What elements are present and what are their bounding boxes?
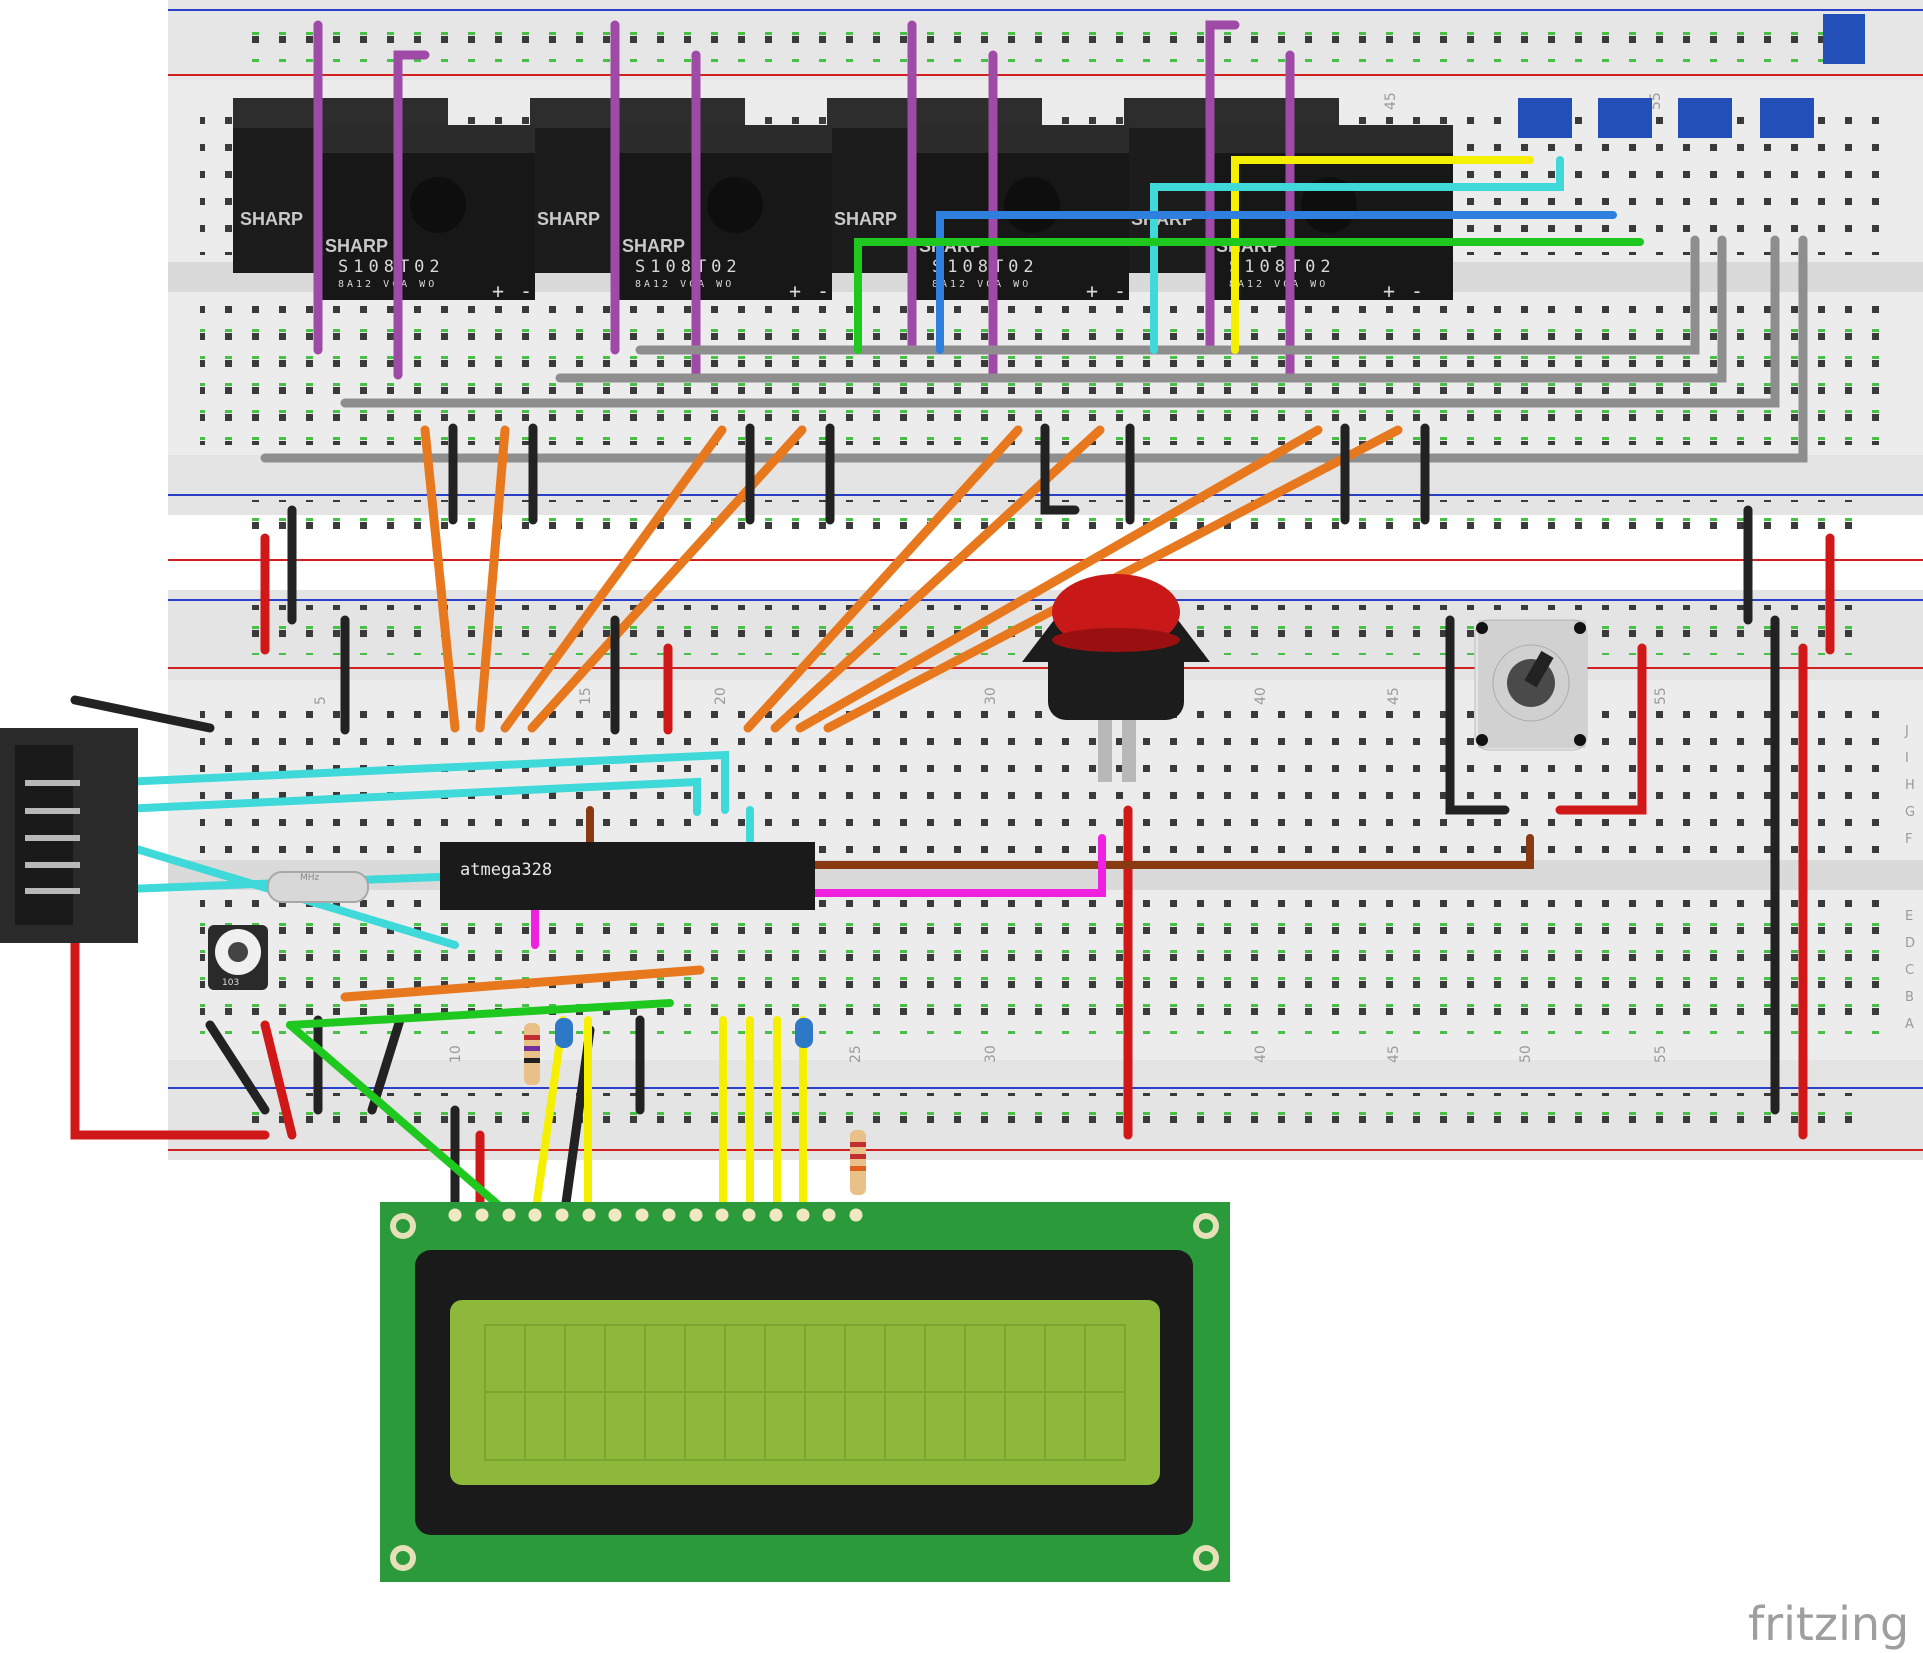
magenta-wire[interactable] [531, 834, 1106, 949]
svg-text:SHARP: SHARP [834, 209, 897, 229]
green-wire-top[interactable] [854, 238, 1644, 354]
svg-text:-: - [520, 279, 532, 303]
svg-text:15: 15 [578, 687, 594, 705]
svg-text:25: 25 [848, 1045, 864, 1063]
column-numbers: 5 15 20 30 40 45 55 10 25 30 40 45 50 55 [313, 687, 1669, 1063]
svg-text:40: 40 [1253, 1045, 1269, 1063]
svg-text:F: F [1905, 832, 1912, 847]
atmega-chip[interactable]: atmega328 [440, 842, 815, 910]
yellow-wire-top[interactable] [1231, 156, 1534, 354]
svg-text:C: C [1905, 963, 1914, 978]
svg-text:-: - [1411, 279, 1423, 303]
svg-text:SHARP: SHARP [325, 236, 388, 256]
svg-text:SHARP: SHARP [537, 209, 600, 229]
svg-text:atmega328: atmega328 [460, 860, 552, 880]
svg-text:5: 5 [313, 696, 329, 705]
brown-wire[interactable] [586, 806, 1534, 869]
svg-text:20: 20 [713, 687, 729, 705]
svg-text:SHARP: SHARP [622, 236, 685, 256]
svg-text:+: + [1086, 279, 1098, 303]
cyan-wire-top[interactable] [1150, 156, 1564, 354]
terminal-blocks [1518, 14, 1865, 138]
relay-4[interactable]: SHARP S108T02 8A12 VCA WO + - [617, 125, 832, 303]
svg-text:45: 45 [1386, 1045, 1402, 1063]
svg-text:D: D [1905, 936, 1915, 951]
lcd-char-grid [484, 1324, 1126, 1461]
terminal-block-1[interactable] [1518, 98, 1572, 138]
svg-text:+: + [1383, 279, 1395, 303]
svg-text:A: A [1905, 1017, 1914, 1032]
svg-text:+: + [789, 279, 801, 303]
blue-wire-top[interactable] [936, 211, 1617, 354]
svg-text:30: 30 [983, 687, 999, 705]
svg-text:MHz: MHz [300, 873, 320, 883]
capacitor-1[interactable] [555, 1018, 573, 1048]
svg-text:J: J [1904, 724, 1909, 739]
isp-header[interactable] [0, 728, 138, 943]
red-wires[interactable] [70, 533, 1835, 1215]
yellow-lcd-wires[interactable] [531, 1016, 807, 1219]
svg-text:S108T02: S108T02 [1229, 257, 1336, 277]
svg-text:40: 40 [1253, 687, 1269, 705]
svg-text:103: 103 [222, 978, 239, 988]
svg-text:G: G [1905, 805, 1915, 820]
svg-text:8A12 VCA WO: 8A12 VCA WO [1229, 279, 1328, 290]
svg-text:8A12 VCA WO: 8A12 VCA WO [932, 279, 1031, 290]
trimmer-potentiometer[interactable]: 103 [208, 925, 268, 990]
terminal-block-2[interactable] [1598, 98, 1652, 138]
rotary-potentiometer[interactable] [1474, 619, 1588, 751]
svg-text:45: 45 [1386, 687, 1402, 705]
svg-text:30: 30 [983, 1045, 999, 1063]
row-letters: J I H G F E D C B A [1904, 724, 1915, 1032]
svg-text:-: - [817, 279, 829, 303]
green-lcd-wires[interactable] [286, 999, 674, 1219]
svg-text:45: 45 [1383, 92, 1399, 110]
svg-text:8A12 VCA WO: 8A12 VCA WO [338, 279, 437, 290]
svg-text:10: 10 [448, 1045, 464, 1063]
svg-text:-: - [1114, 279, 1126, 303]
push-button[interactable] [1022, 574, 1210, 782]
svg-text:55: 55 [1653, 1045, 1669, 1063]
terminal-block-4[interactable] [1760, 98, 1814, 138]
svg-text:SHARP: SHARP [240, 209, 303, 229]
resistors [524, 1018, 866, 1195]
terminal-block-3[interactable] [1678, 98, 1732, 138]
capacitor-2[interactable] [795, 1018, 813, 1048]
svg-text:S108T02: S108T02 [635, 257, 742, 277]
svg-text:S108T02: S108T02 [932, 257, 1039, 277]
crystal[interactable]: MHz [267, 871, 369, 903]
svg-text:B: B [1905, 990, 1914, 1005]
lcd-module[interactable] [380, 1202, 1230, 1582]
svg-text:I: I [1905, 751, 1909, 766]
svg-text:+: + [492, 279, 504, 303]
svg-text:H: H [1905, 778, 1915, 793]
relay-bank: SHARP SHARP SHARP SHARP SHARP S108T02 8A… [233, 98, 1453, 303]
svg-text:S108T02: S108T02 [338, 257, 445, 277]
svg-text:8A12 VCA WO: 8A12 VCA WO [635, 279, 734, 290]
svg-text:55: 55 [1653, 687, 1669, 705]
wires [70, 20, 1835, 1219]
terminal-block-5[interactable] [1823, 14, 1865, 64]
fritzing-logo: fritzing [1748, 1597, 1909, 1651]
svg-text:50: 50 [1518, 1045, 1534, 1063]
svg-text:E: E [1905, 909, 1913, 924]
resistor-1[interactable] [524, 1023, 540, 1085]
relay-2[interactable]: SHARP S108T02 8A12 VCA WO + - [320, 125, 535, 303]
resistor-2[interactable] [850, 1130, 866, 1195]
